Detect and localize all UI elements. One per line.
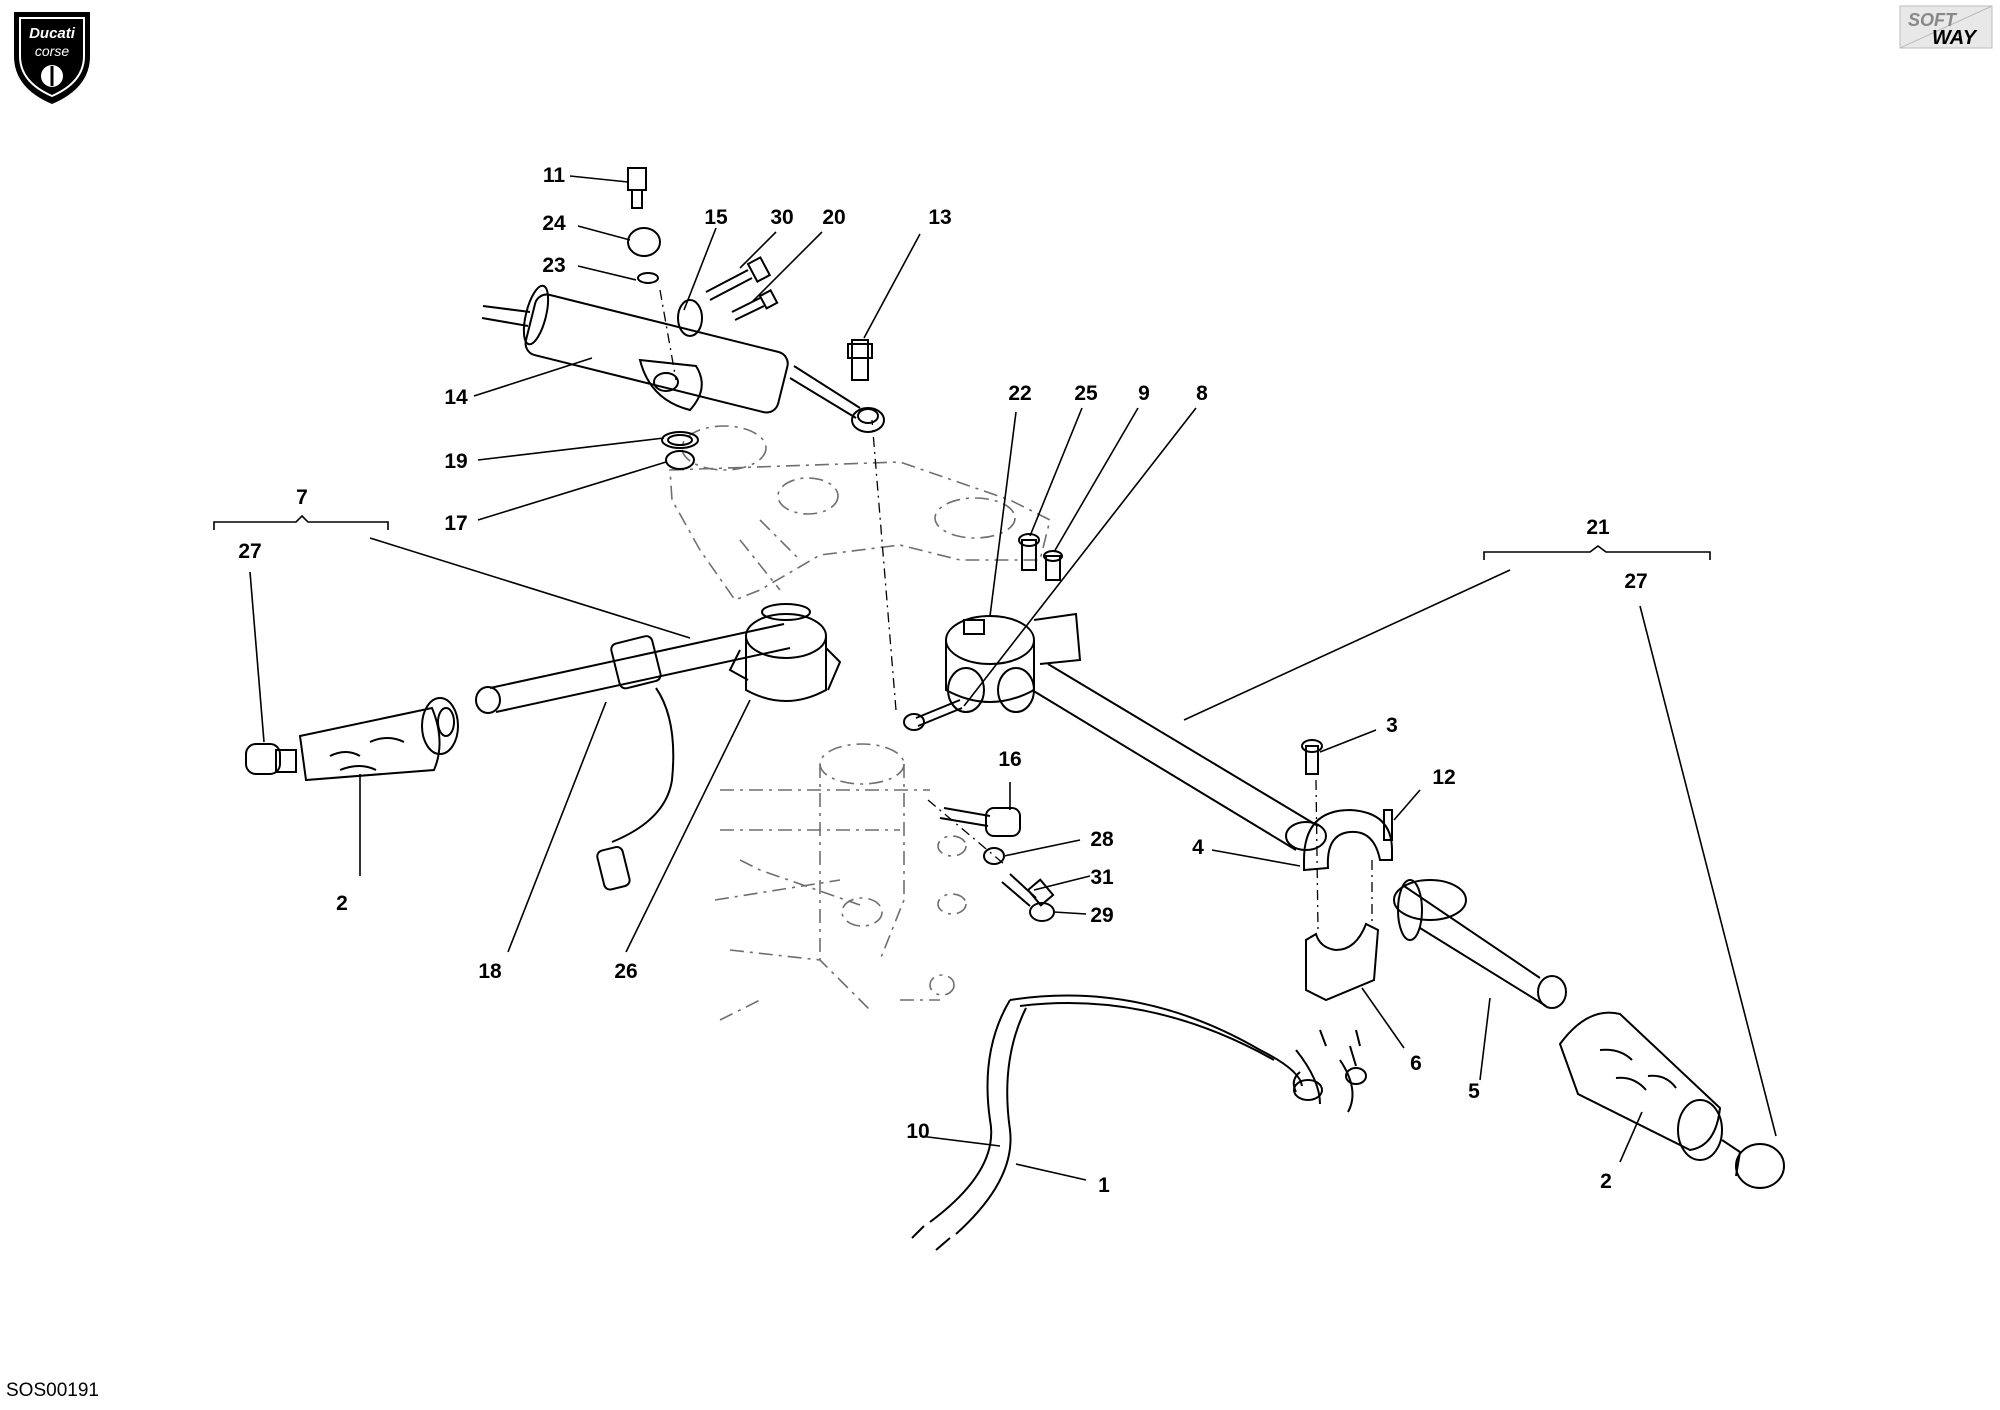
callout-18: 18 xyxy=(478,960,502,983)
logo-text-ducati: Ducati xyxy=(29,25,76,42)
callout-20: 20 xyxy=(822,206,845,229)
bolt-31 xyxy=(1001,873,1055,907)
callout-6: 6 xyxy=(1410,1052,1422,1075)
bolt-20 xyxy=(731,289,779,321)
right-clamp-22 xyxy=(945,612,1082,713)
bolt-13 xyxy=(847,339,885,433)
callout-8: 8 xyxy=(1196,382,1208,405)
callout-13: 13 xyxy=(928,206,951,229)
bracket-7 xyxy=(213,514,691,639)
callout-22: 22 xyxy=(1008,382,1031,405)
logo-text-corse: corse xyxy=(35,43,69,59)
callout-2-left: 2 xyxy=(336,892,348,915)
callout-17: 17 xyxy=(444,512,467,535)
callout-21: 21 xyxy=(1586,516,1610,539)
bolt-11 xyxy=(627,167,677,381)
kill-switch-cable-18 xyxy=(596,687,675,891)
callout-27-right: 27 xyxy=(1624,570,1647,593)
throttle-tube-5 xyxy=(1393,879,1567,1009)
bolt-8 xyxy=(903,699,963,731)
callout-1: 1 xyxy=(1098,1174,1110,1197)
callout-16: 16 xyxy=(998,748,1021,771)
callout-26: 26 xyxy=(614,960,637,983)
callout-27-left: 27 xyxy=(238,540,261,563)
callout-5: 5 xyxy=(1468,1080,1480,1103)
callout-31: 31 xyxy=(1090,866,1114,889)
bolt-16 xyxy=(939,807,1021,837)
callout-19: 19 xyxy=(444,450,467,473)
part-17-washer xyxy=(665,450,695,470)
right-end-cap-27 xyxy=(1735,1143,1785,1189)
bolt-3 xyxy=(1301,739,1323,775)
bracket-21 xyxy=(1183,545,1711,721)
ghost-top-triple-clamp xyxy=(669,425,1051,601)
callout-labels: 11 24 23 15 30 20 13 14 19 17 22 25 9 8 … xyxy=(238,164,1647,1197)
part-24-bushing xyxy=(627,227,661,257)
document-code: SOS00191 xyxy=(6,1380,99,1401)
callout-7: 7 xyxy=(296,486,308,509)
callout-2-right: 2 xyxy=(1600,1170,1612,1193)
bolt-9 xyxy=(1043,550,1063,581)
steering-damper xyxy=(481,284,861,419)
callout-4: 4 xyxy=(1192,836,1204,859)
callout-15: 15 xyxy=(704,206,728,229)
callout-10: 10 xyxy=(906,1120,929,1143)
callout-9: 9 xyxy=(1138,382,1150,405)
callout-30: 30 xyxy=(770,206,793,229)
shield-shape xyxy=(14,12,90,104)
callout-28: 28 xyxy=(1090,828,1114,851)
callout-12: 12 xyxy=(1432,766,1455,789)
left-handlebar-tube xyxy=(475,623,791,714)
callout-3: 3 xyxy=(1386,714,1398,737)
bolt-30 xyxy=(705,256,772,301)
part-23-washer xyxy=(637,272,659,284)
clamp-bottom-6 xyxy=(1305,922,1380,1002)
callout-23: 23 xyxy=(542,254,565,277)
clamp-top-4 xyxy=(1303,808,1393,872)
callout-11: 11 xyxy=(543,164,566,187)
softway-logo: SOFT WAY xyxy=(1899,5,1993,49)
ducati-corse-logo: Ducati corse xyxy=(14,12,90,104)
throttle-cables xyxy=(911,994,1367,1251)
right-handlebar-tube xyxy=(1031,663,1327,851)
logo-text-way: WAY xyxy=(1932,27,1978,49)
part-19-oring xyxy=(661,431,699,449)
left-clamp-26 xyxy=(728,603,842,702)
logo-text-soft: SOFT xyxy=(1908,10,1958,30)
ghost-steering-head xyxy=(714,743,967,1021)
left-grip-2 xyxy=(245,697,459,782)
leader-lines xyxy=(249,175,1777,1181)
right-grip-2 xyxy=(1558,1011,1785,1189)
left-end-cap-27 xyxy=(245,743,281,775)
bolt-25 xyxy=(1018,533,1040,571)
callout-14: 14 xyxy=(444,386,468,409)
nut-29 xyxy=(1029,902,1055,922)
callout-25: 25 xyxy=(1074,382,1098,405)
callout-29: 29 xyxy=(1090,904,1113,927)
callout-24: 24 xyxy=(542,212,566,235)
